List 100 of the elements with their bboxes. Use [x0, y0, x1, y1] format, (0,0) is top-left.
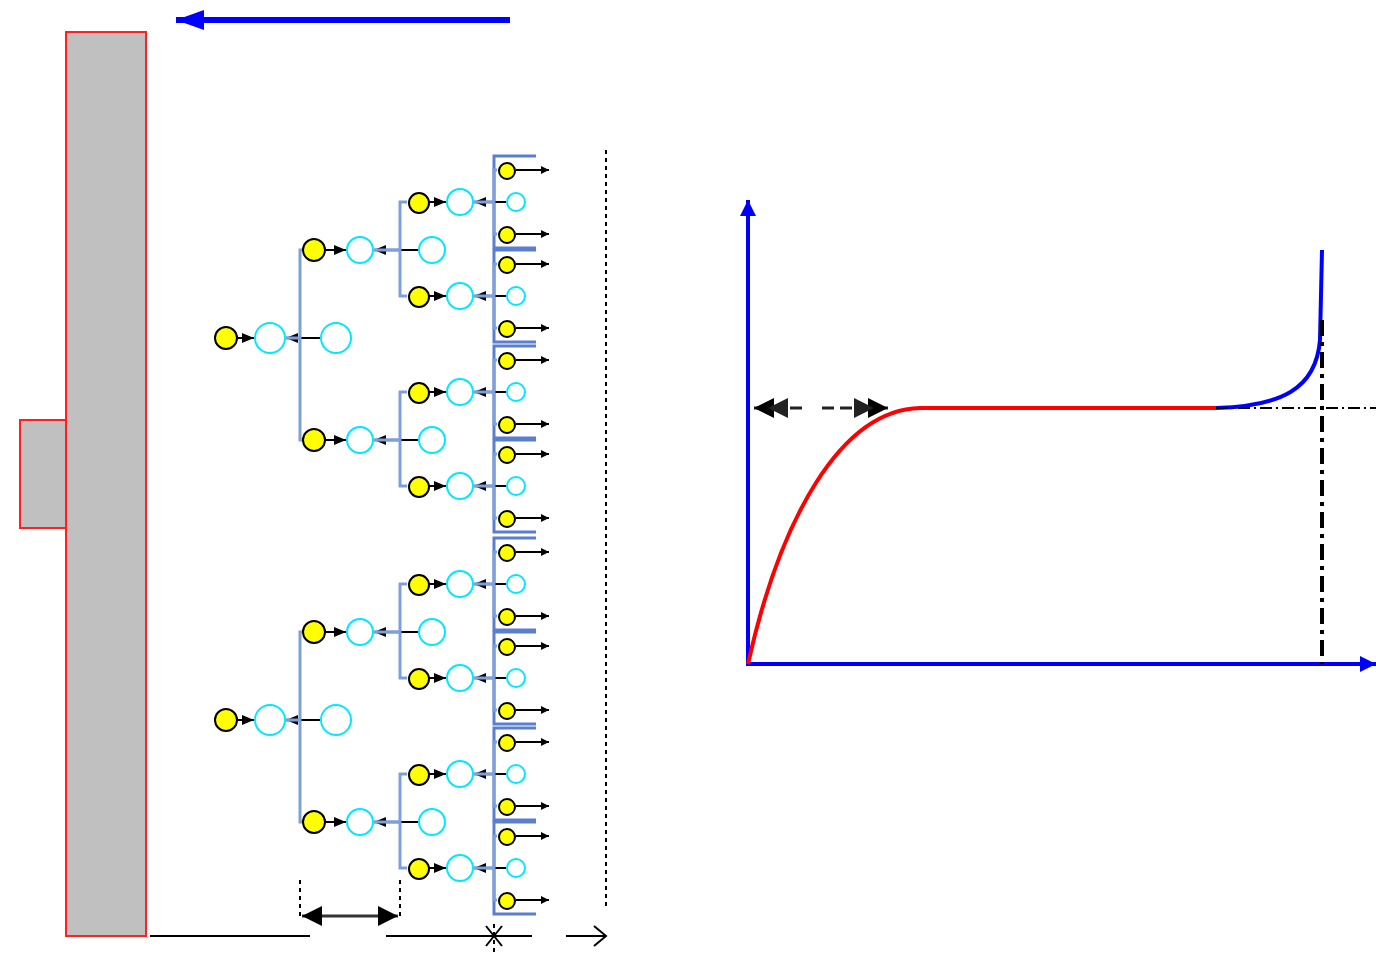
ring-circle: [506, 574, 526, 594]
source-circle: [497, 701, 515, 719]
ring-circle: [506, 286, 526, 306]
source-circle: [497, 797, 515, 815]
connector-line: [286, 718, 303, 824]
ring-circle: [506, 858, 526, 878]
arrow: [325, 627, 347, 637]
source-circle: [497, 733, 515, 751]
arrow: [428, 673, 447, 683]
arrow: [515, 612, 550, 620]
source-circle: [407, 573, 429, 595]
arrow: [515, 738, 550, 746]
connector-line: [374, 248, 407, 298]
ring-circle: [446, 188, 474, 216]
ring-circle: [346, 426, 374, 454]
source-circle: [407, 857, 429, 879]
ring-circle: [446, 570, 474, 598]
ring-circle: [320, 322, 352, 354]
source-circle: [407, 285, 429, 307]
connector-line: [474, 390, 497, 426]
source-circle: [407, 667, 429, 689]
arrow: [325, 817, 347, 827]
ring-circle: [446, 282, 474, 310]
source-circle: [497, 637, 515, 655]
arrow: [515, 832, 550, 840]
connector-line: [474, 676, 497, 712]
connector-line: [474, 866, 497, 902]
source-circle: [214, 708, 238, 732]
arrow: [515, 896, 550, 904]
ring-circle: [254, 322, 286, 354]
arrow: [515, 420, 550, 428]
source-circle: [497, 225, 515, 243]
source-circle: [407, 381, 429, 403]
source-circle: [497, 161, 515, 179]
arrow: [515, 260, 550, 268]
arrow: [515, 356, 550, 364]
source-circle: [302, 428, 326, 452]
arrow: [428, 769, 447, 779]
ring-circle: [418, 808, 446, 836]
arrow: [428, 863, 447, 873]
ring-circle: [346, 618, 374, 646]
connector-line: [374, 630, 407, 680]
connector-line: [374, 438, 407, 488]
arrow: [325, 245, 347, 255]
arrow: [428, 579, 447, 589]
source-circle: [302, 810, 326, 834]
ring-circle: [446, 854, 474, 882]
source-circle: [497, 891, 515, 909]
arrow: [428, 197, 447, 207]
ring-circle: [320, 704, 352, 736]
source-circle: [497, 827, 515, 845]
source-circle: [497, 445, 515, 463]
ring-circle: [418, 236, 446, 264]
connector-line: [374, 820, 407, 870]
arrow: [285, 715, 321, 725]
source-circle: [497, 255, 515, 273]
connector-line: [474, 200, 497, 236]
arrow: [515, 802, 550, 810]
arrow: [237, 333, 255, 343]
connector-line: [474, 772, 497, 808]
connector-line: [286, 336, 303, 442]
arrow: [515, 166, 550, 174]
ring-circle: [346, 236, 374, 264]
connector-line: [474, 582, 497, 618]
ring-circle: [346, 808, 374, 836]
connector-line: [474, 484, 497, 520]
source-circle: [497, 351, 515, 369]
ring-circle: [506, 192, 526, 212]
source-circle: [407, 763, 429, 785]
source-circle: [497, 509, 515, 527]
arrow: [237, 715, 255, 725]
source-circle: [407, 475, 429, 497]
source-circle: [497, 543, 515, 561]
connector-line: [474, 294, 497, 330]
arrow: [515, 324, 550, 332]
ring-circle: [506, 668, 526, 688]
source-circle: [302, 238, 326, 262]
ring-circle: [446, 472, 474, 500]
arrow: [285, 333, 321, 343]
ring-circle: [418, 618, 446, 646]
arrow: [515, 642, 550, 650]
arrow: [325, 435, 347, 445]
ring-circle: [418, 426, 446, 454]
arrow: [515, 706, 550, 714]
arrow: [428, 291, 447, 301]
source-circle: [497, 607, 515, 625]
arrow: [428, 481, 447, 491]
arrow: [515, 450, 550, 458]
ring-circle: [446, 760, 474, 788]
source-circle: [407, 191, 429, 213]
source-circle: [302, 620, 326, 644]
ring-circle: [506, 382, 526, 402]
arrow: [428, 387, 447, 397]
arrow: [515, 230, 550, 238]
ring-circle: [446, 378, 474, 406]
source-circle: [497, 319, 515, 337]
arrow: [515, 514, 550, 522]
ring-circle: [254, 704, 286, 736]
ring-circle: [446, 664, 474, 692]
source-circle: [214, 326, 238, 350]
